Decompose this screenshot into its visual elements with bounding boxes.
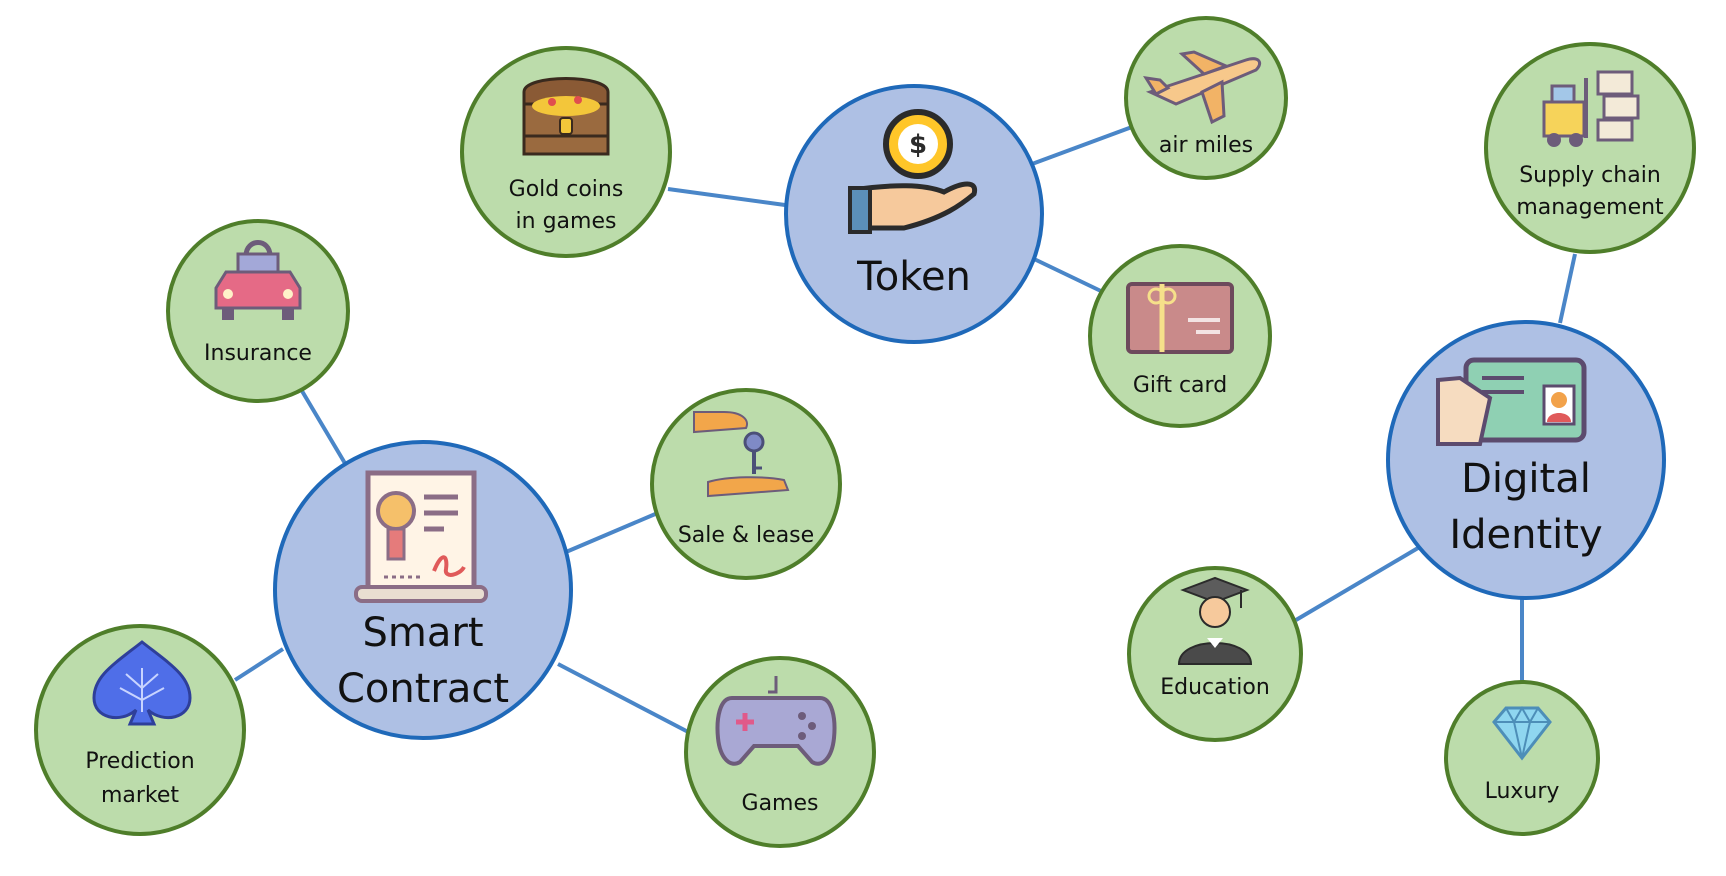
- edge-smart-contract-games: [557, 662, 695, 737]
- leaf-prediction-market-line-1: Prediction: [85, 749, 194, 774]
- leaf-supply-chain-line-2: management: [1516, 195, 1664, 220]
- diamond-icon: [1492, 705, 1552, 761]
- leaf-supply-chain-line-1: Supply chain: [1519, 163, 1661, 188]
- hub-digital-identity-line-1: Digital: [1461, 456, 1591, 502]
- leaf-luxury-label: Luxury: [1485, 779, 1560, 804]
- hub-smart-contract[interactable]: Smart Contract: [273, 440, 573, 740]
- leaf-prediction-market-circle: [34, 624, 246, 836]
- airplane-icon: [1143, 50, 1262, 125]
- spade-icon: [92, 640, 192, 726]
- edges: [233, 122, 1577, 737]
- edge-identity-supply-chain: [1558, 253, 1577, 324]
- leaf-gold-coins-line-2: in games: [516, 209, 617, 234]
- leaf-education[interactable]: Education: [1127, 566, 1303, 742]
- id-card-icon: [1436, 357, 1587, 446]
- leaf-supply-chain[interactable]: Supply chain management: [1484, 42, 1696, 254]
- leaf-sale-lease[interactable]: Sale & lease: [650, 388, 842, 580]
- edge-token-air-miles: [1031, 122, 1141, 166]
- hub-smart-contract-line-2: Contract: [337, 666, 509, 712]
- leaf-education-label: Education: [1160, 675, 1270, 700]
- certificate-icon: [354, 470, 488, 603]
- leaf-gift-card[interactable]: Gift card: [1088, 244, 1272, 428]
- leaf-insurance[interactable]: Insurance: [166, 219, 350, 403]
- leaf-gift-card-label: Gift card: [1133, 373, 1227, 398]
- edge-smart-contract-sale-lease: [565, 510, 661, 554]
- edge-token-gold-coins: [667, 187, 786, 207]
- forklift-icon: [1542, 70, 1640, 147]
- leaf-air-miles-label: air miles: [1159, 133, 1253, 158]
- key-handover-icon: [693, 411, 790, 498]
- leaf-insurance-circle: [166, 219, 350, 403]
- leaf-sale-lease-label: Sale & lease: [678, 523, 814, 548]
- edge-smart-contract-insurance: [300, 389, 348, 467]
- leaf-luxury[interactable]: Luxury: [1444, 680, 1600, 836]
- hub-token[interactable]: $ Token: [784, 84, 1044, 344]
- leaf-air-miles[interactable]: air miles: [1124, 16, 1288, 180]
- treasure-chest-icon: [522, 77, 610, 156]
- hub-digital-identity-line-2: Identity: [1449, 512, 1602, 558]
- gift-card-icon: [1126, 282, 1234, 354]
- leaf-games-label: Games: [742, 791, 819, 816]
- hub-smart-contract-line-1: Smart: [363, 610, 484, 656]
- leaf-supply-chain-circle: [1484, 42, 1696, 254]
- leaf-games[interactable]: Games: [684, 656, 876, 848]
- hub-digital-identity[interactable]: Digital Identity: [1386, 320, 1666, 600]
- edge-smart-contract-prediction: [233, 647, 285, 682]
- coin-hand-icon: $: [848, 109, 978, 234]
- edge-token-gift-card: [1031, 256, 1106, 295]
- edge-identity-education: [1294, 546, 1420, 622]
- leaf-prediction-market[interactable]: Prediction market: [34, 624, 246, 836]
- gamepad-icon: [715, 676, 837, 766]
- graduate-icon: [1177, 576, 1253, 665]
- leaf-gold-coins[interactable]: Gold coins in games: [460, 46, 672, 258]
- leaf-prediction-market-line-2: market: [101, 783, 179, 808]
- leaf-insurance-label: Insurance: [204, 341, 312, 366]
- leaf-gold-coins-line-1: Gold coins: [509, 177, 624, 202]
- leaf-games-circle: [684, 656, 876, 848]
- svg-text:$: $: [909, 130, 927, 160]
- car-lock-icon: [214, 240, 302, 320]
- hub-token-label: Token: [856, 254, 971, 300]
